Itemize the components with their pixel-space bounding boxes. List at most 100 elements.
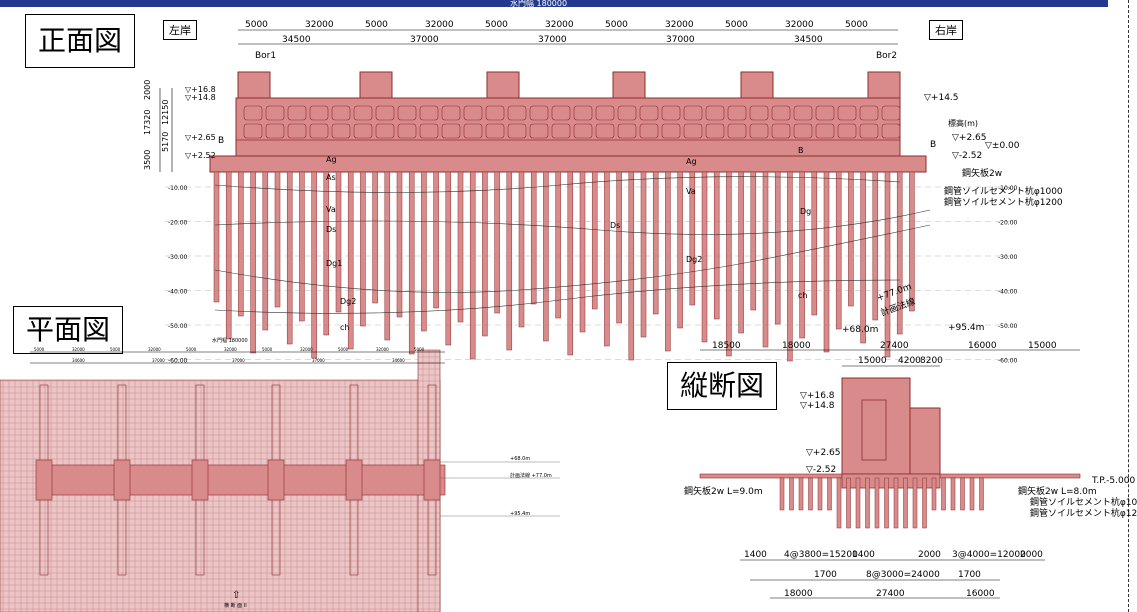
gate-width-label: 水門幅 180000 bbox=[510, 0, 568, 8]
foundation-piles bbox=[213, 171, 915, 362]
long-bot3-16000: 16000 bbox=[966, 589, 995, 599]
level-2-65: ▽+2.65 bbox=[185, 133, 216, 142]
long-bot-12000: 3@4000=12000 bbox=[952, 550, 1026, 560]
front-top-dim: 5000 bbox=[485, 20, 508, 30]
plan-dim: 32000 bbox=[300, 347, 313, 352]
plan-dim2: 37000 bbox=[152, 358, 165, 363]
b-label-right: B bbox=[930, 140, 936, 150]
dim-3500: 3500 bbox=[143, 150, 152, 170]
front-view: 5000 32000 5000 32000 5000 32000 5000 32000 5000… bbox=[143, 20, 1063, 365]
elevation-left: -40.00 bbox=[168, 289, 188, 296]
front-top-dim: 5000 bbox=[605, 20, 628, 30]
long-dim-18500: 18500 bbox=[712, 341, 741, 351]
plan-mark-77: 計画法線 +77.0m bbox=[510, 472, 552, 479]
bore-right: Bor2 bbox=[876, 51, 897, 61]
front-top-dim: 5000 bbox=[245, 20, 268, 30]
plan-view-title: 平面図 bbox=[13, 306, 123, 354]
plan-dim2: 37000 bbox=[232, 358, 245, 363]
elevation-right: -50.00 bbox=[998, 323, 1018, 330]
gate-piers bbox=[237, 71, 901, 101]
front-second-dim: 37000 bbox=[538, 35, 567, 45]
pile-1000-label: 鋼管ソイルセメント杭φ1000 bbox=[944, 185, 1063, 197]
right-level-2-65: ▽+2.65 bbox=[952, 133, 987, 143]
front-second-dim: 37000 bbox=[666, 35, 695, 45]
longitudinal-view-title: 縦断図 bbox=[667, 362, 777, 410]
long-sub-8200: 8200 bbox=[920, 356, 943, 366]
soil-boundary-3 bbox=[214, 224, 931, 293]
section-arrow: ⇧ bbox=[232, 590, 240, 601]
front-top-dim: 5000 bbox=[725, 20, 748, 30]
soil-boundary-4 bbox=[214, 279, 901, 314]
soil-dg1: Dg1 bbox=[326, 259, 342, 268]
front-top-dim: 32000 bbox=[545, 20, 574, 30]
elevation-left: -30.00 bbox=[168, 254, 188, 261]
soil-ch-1: ch bbox=[340, 323, 349, 332]
annot-95: +95.4m bbox=[948, 323, 984, 333]
base-slab bbox=[209, 155, 927, 173]
elevation-left: -50.00 bbox=[168, 323, 188, 330]
soil-dg2-2: Dg2 bbox=[686, 255, 702, 264]
small-width-label: 水門幅 180000 bbox=[212, 337, 248, 344]
long-sub-4200: 4200 bbox=[898, 356, 921, 366]
plan-dim: 5000 bbox=[110, 347, 121, 352]
plan-dim2: 34600 bbox=[392, 358, 405, 363]
pier-cap bbox=[612, 71, 646, 101]
pier-cap bbox=[359, 71, 393, 101]
long-piles bbox=[779, 477, 984, 529]
soil-boundary-1 bbox=[214, 176, 901, 193]
soil-ag-2: Ag bbox=[686, 157, 697, 166]
dim-17320: 17320 bbox=[143, 110, 152, 135]
long-bot-15200: 4@3800=15200 bbox=[784, 550, 858, 560]
soil-as: As bbox=[326, 173, 336, 182]
long-level-2-65: ▽+2.65 bbox=[806, 448, 841, 458]
front-top-dim: 5000 bbox=[845, 20, 868, 30]
elevation-right: -60.00 bbox=[998, 358, 1018, 365]
plan-dim: 5000 bbox=[34, 347, 45, 352]
plan-dim: 5000 bbox=[414, 347, 425, 352]
long-bot3-27400: 27400 bbox=[876, 589, 905, 599]
elevation-right: -30.00 bbox=[998, 254, 1018, 261]
front-top-dim: 5000 bbox=[365, 20, 388, 30]
front-top-dim: 32000 bbox=[305, 20, 334, 30]
dim-5170: 5170 bbox=[161, 132, 170, 152]
soil-ds-1: Ds bbox=[326, 225, 336, 234]
dim-12150: 12150 bbox=[161, 100, 170, 125]
right-level-2-52: ▽-2.52 bbox=[952, 151, 982, 161]
elevation-right: -40.00 bbox=[998, 289, 1018, 296]
long-bot3-18000: 18000 bbox=[784, 589, 813, 599]
deck-panels bbox=[236, 105, 901, 141]
plan-dim2: 34600 bbox=[72, 358, 85, 363]
long-bot-1400a: 1400 bbox=[744, 550, 767, 560]
front-second-dim: 34500 bbox=[282, 35, 311, 45]
plan-dim: 32000 bbox=[72, 347, 85, 352]
elevation-right: -10.00 bbox=[998, 185, 1018, 192]
long-dim-18000: 18000 bbox=[782, 341, 811, 351]
longitudinal-view: 18500 18000 27400 16000 15000 15000 4200… bbox=[684, 341, 1137, 599]
long-pile-1200: 鋼管ソイルセメント杭φ1200 bbox=[1030, 507, 1137, 519]
long-level-16-8: ▽+16.8 bbox=[800, 391, 835, 401]
left-bank-label: 左岸 bbox=[163, 20, 197, 40]
long-bot2-1700b: 1700 bbox=[958, 570, 981, 580]
pier-cap bbox=[740, 71, 774, 101]
front-top-dim: 32000 bbox=[785, 20, 814, 30]
soil-va-1: Va bbox=[326, 205, 336, 214]
right-bank-label: 右岸 bbox=[929, 20, 963, 40]
level-14-8: ▽+14.8 bbox=[185, 93, 216, 102]
front-second-dim: 37000 bbox=[410, 35, 439, 45]
plan-mark-68: +68.0m bbox=[510, 456, 530, 462]
pier-cap bbox=[486, 71, 520, 101]
front-view-title: 正面図 bbox=[25, 14, 135, 68]
soil-dg2-1: Dg2 bbox=[340, 297, 356, 306]
long-dim-15000: 15000 bbox=[1028, 341, 1057, 351]
long-sheet-left: 鋼矢板2w L=9.0m bbox=[684, 485, 763, 497]
long-dim-27400: 27400 bbox=[880, 341, 909, 351]
elevation-left: -60.00 bbox=[168, 358, 188, 365]
plan-dim: 5000 bbox=[262, 347, 273, 352]
plan-dim2: 37000 bbox=[312, 358, 325, 363]
long-bot-2000b: 2000 bbox=[1020, 550, 1043, 560]
pier-cap bbox=[237, 71, 271, 101]
plan-dim: 5000 bbox=[338, 347, 349, 352]
